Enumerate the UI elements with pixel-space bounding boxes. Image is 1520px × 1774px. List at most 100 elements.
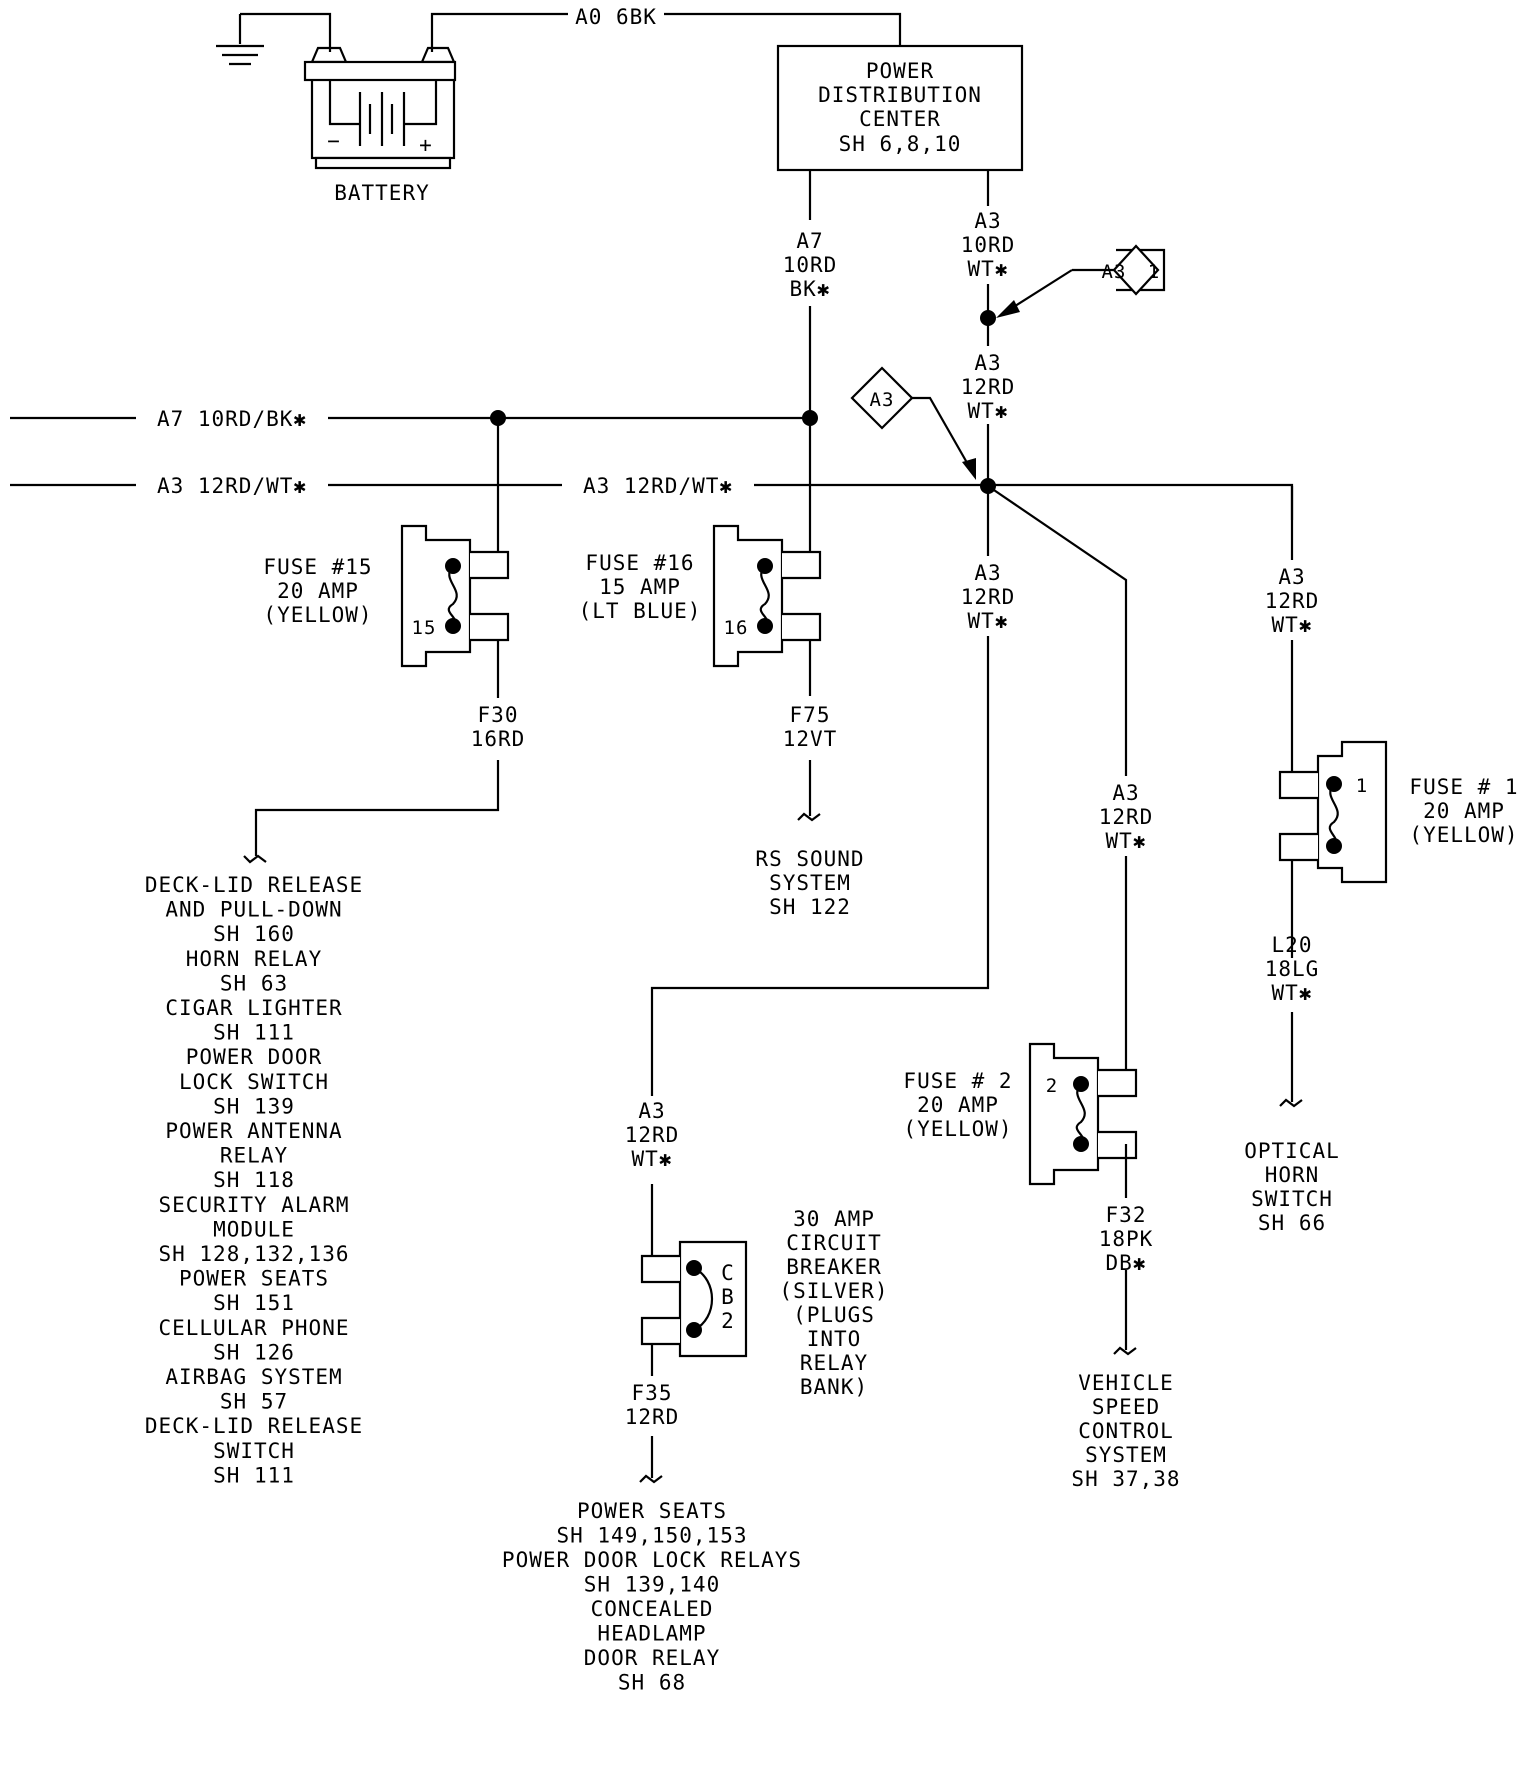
dest-f35-line-2: SH 149,150,153 bbox=[556, 1524, 747, 1548]
dest-f35-line-7: DOOR RELAY bbox=[584, 1646, 720, 1670]
cb2-label-8: BANK) bbox=[800, 1375, 868, 1399]
dest-f35-line-5: CONCEALED bbox=[591, 1597, 714, 1621]
f75-wire-end bbox=[797, 812, 821, 822]
dest-f30-line-16: SH 128,132,136 bbox=[158, 1242, 349, 1266]
fuse2-number: 2 bbox=[1046, 1075, 1058, 1097]
cb2-side-2: B bbox=[721, 1285, 735, 1309]
a3-top-label-2: 10RD bbox=[961, 233, 1016, 257]
ground-wire-label: A0 6BK bbox=[575, 5, 657, 29]
splice-dot-top bbox=[980, 310, 996, 326]
splice-top-label: A3 bbox=[1102, 261, 1127, 283]
f32-label-1: F32 bbox=[1106, 1203, 1147, 1227]
a3-diag-label-1: A3 bbox=[1112, 781, 1139, 805]
dest-f32-2: SPEED bbox=[1092, 1395, 1160, 1419]
a3-top-label-3: WT✱ bbox=[968, 257, 1009, 281]
battery-to-pdc-wire bbox=[430, 12, 902, 52]
dest-f30-line-8: POWER DOOR bbox=[186, 1045, 322, 1069]
cb2-side-1: C bbox=[721, 1261, 735, 1285]
pdc-line-4: SH 6,8,10 bbox=[839, 132, 962, 156]
fuse15: 15 bbox=[400, 524, 510, 668]
fuse15-number: 15 bbox=[412, 617, 437, 639]
f30-wire bbox=[254, 760, 500, 856]
dest-f30-line-6: CIGAR LIGHTER bbox=[165, 996, 342, 1020]
fuse15-label-1: FUSE #15 bbox=[263, 555, 372, 579]
dest-f35-line-4: SH 139,140 bbox=[584, 1573, 720, 1597]
cb2-label-1: 30 AMP bbox=[793, 1207, 875, 1231]
fuse15-label-3: (YELLOW) bbox=[263, 603, 372, 627]
a7-bus-label: A7 10RD/BK✱ bbox=[157, 407, 307, 431]
cb2-label-7: RELAY bbox=[800, 1351, 868, 1375]
dest-f30-line-2: AND PULL-DOWN bbox=[165, 898, 342, 922]
pdc-line-1: POWER bbox=[866, 59, 934, 83]
dest-f32-1: VEHICLE bbox=[1078, 1371, 1174, 1395]
dest-f75-1: RS SOUND bbox=[755, 847, 864, 871]
fuse1-label-1: FUSE # 1 bbox=[1409, 775, 1518, 799]
fuse2: 2 bbox=[1028, 1042, 1138, 1186]
pdc-line-3: CENTER bbox=[859, 107, 941, 131]
fuse1-number: 1 bbox=[1356, 775, 1368, 797]
a3-top-label-1: A3 bbox=[974, 209, 1001, 233]
dest-f30-line-24: SWITCH bbox=[213, 1439, 295, 1463]
dest-f30-line-23: DECK-LID RELEASE bbox=[145, 1414, 363, 1438]
dest-f30-line-25: SH 111 bbox=[213, 1463, 295, 1487]
f35-label-2: 12RD bbox=[625, 1405, 680, 1429]
fuse2-label-2: 20 AMP bbox=[917, 1093, 999, 1117]
a3-right-label-2: 12RD bbox=[1265, 589, 1320, 613]
pdc-line-2: DISTRIBUTION bbox=[818, 83, 982, 107]
dest-f30-line-11: POWER ANTENNA bbox=[165, 1119, 342, 1143]
dest-l20-2: HORN bbox=[1265, 1163, 1320, 1187]
fuse1-label-2: 20 AMP bbox=[1423, 799, 1505, 823]
a3-center-wire bbox=[650, 486, 990, 1096]
a3-bus-label-left: A3 12RD/WT✱ bbox=[157, 474, 307, 498]
a3-cb-label-3: WT✱ bbox=[632, 1147, 673, 1171]
dest-f30-line-1: DECK-LID RELEASE bbox=[145, 873, 363, 897]
battery-label: BATTERY bbox=[334, 181, 430, 205]
fuse16-label-2: 15 AMP bbox=[599, 575, 681, 599]
dest-f30-line-13: SH 118 bbox=[213, 1168, 295, 1192]
a3-right-label-3: WT✱ bbox=[1272, 613, 1313, 637]
ground-wire bbox=[240, 12, 332, 52]
dest-f35-line-1: POWER SEATS bbox=[577, 1499, 727, 1523]
dest-f30-line-21: AIRBAG SYSTEM bbox=[165, 1365, 342, 1389]
a7-feed-label-2: 10RD bbox=[783, 253, 838, 277]
dest-f30-line-22: SH 57 bbox=[220, 1390, 288, 1414]
fuse2-label-3: (YELLOW) bbox=[903, 1117, 1012, 1141]
fuse1-label-3: (YELLOW) bbox=[1409, 823, 1518, 847]
dest-f75-2: SYSTEM bbox=[769, 871, 851, 895]
a3-right-label-1: A3 bbox=[1278, 565, 1305, 589]
battery-minus: − bbox=[327, 129, 341, 153]
f32-label-3: DB✱ bbox=[1106, 1251, 1147, 1275]
fuse16-label-1: FUSE #16 bbox=[585, 551, 694, 575]
dest-f30-line-14: SECURITY ALARM bbox=[158, 1193, 349, 1217]
splice-mid-label: A3 bbox=[870, 389, 895, 411]
fuse16-number: 16 bbox=[724, 617, 749, 639]
a3-mid-label-2: 12RD bbox=[961, 375, 1016, 399]
f30-wire-end bbox=[243, 854, 267, 864]
cb2-label-6: INTO bbox=[807, 1327, 862, 1351]
dest-f75-3: SH 122 bbox=[769, 895, 851, 919]
a3-bus-label-right: A3 12RD/WT✱ bbox=[583, 474, 733, 498]
dest-f30-line-5: SH 63 bbox=[220, 971, 288, 995]
dest-f30-line-12: RELAY bbox=[220, 1144, 288, 1168]
dest-f30-line-19: CELLULAR PHONE bbox=[158, 1316, 349, 1340]
dest-f30-line-4: HORN RELAY bbox=[186, 947, 322, 971]
dest-f32-5: SH 37,38 bbox=[1071, 1467, 1180, 1491]
a7-feed-label-3: BK✱ bbox=[790, 277, 831, 301]
dest-f30-line-9: LOCK SWITCH bbox=[179, 1070, 329, 1094]
f30-label-2: 16RD bbox=[471, 727, 526, 751]
dest-f30-line-15: MODULE bbox=[213, 1217, 295, 1241]
f35-wire-end bbox=[639, 1474, 663, 1484]
a3-center-label-2: 12RD bbox=[961, 585, 1016, 609]
dest-l20-1: OPTICAL bbox=[1244, 1139, 1340, 1163]
a3-cb-label-2: 12RD bbox=[625, 1123, 680, 1147]
a3-diag-label-2: 12RD bbox=[1099, 805, 1154, 829]
ground-symbol bbox=[216, 14, 264, 66]
a3-diag-label-3: WT✱ bbox=[1106, 829, 1147, 853]
l20-label-1: L20 bbox=[1272, 933, 1313, 957]
f75-label-1: F75 bbox=[790, 703, 831, 727]
a3-mid-label-3: WT✱ bbox=[968, 399, 1009, 423]
dest-f30-line-20: SH 126 bbox=[213, 1340, 295, 1364]
cb2-label-4: (SILVER) bbox=[779, 1279, 888, 1303]
a3-center-label-3: WT✱ bbox=[968, 609, 1009, 633]
